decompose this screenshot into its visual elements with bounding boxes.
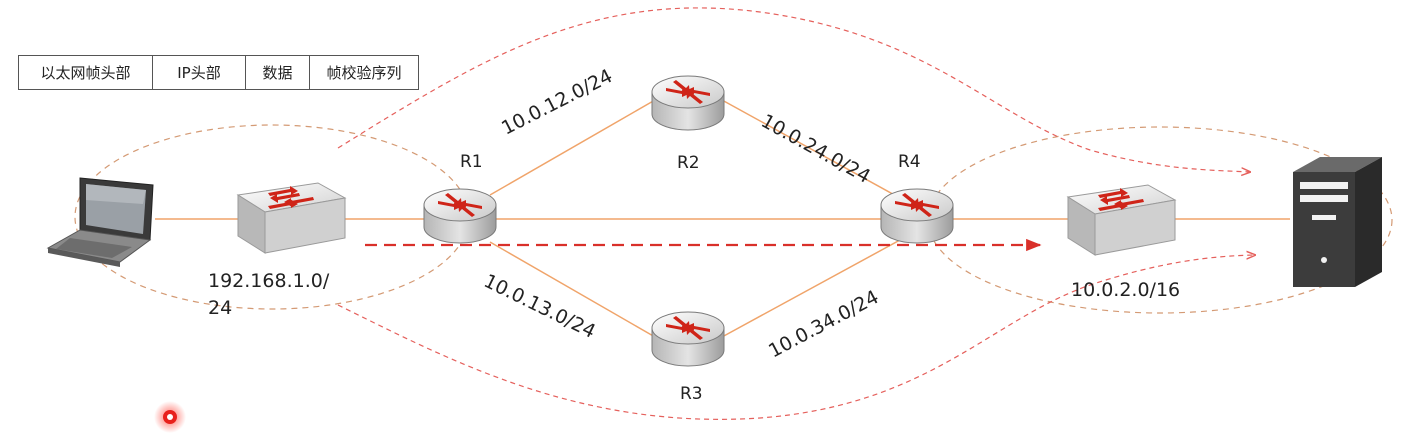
router-label-r3: R3 <box>680 384 703 404</box>
field-ethernet-header: 以太网帧头部 <box>18 55 153 90</box>
field-ip-header: IP头部 <box>152 55 246 90</box>
upper-flow-curve <box>337 7 1250 172</box>
router-icon <box>651 75 725 131</box>
link-r2-r4 <box>721 99 901 199</box>
router-icon <box>880 188 954 244</box>
link-r1-r2 <box>489 99 656 196</box>
link-r1-r3 <box>489 241 656 338</box>
router-icon <box>651 311 725 367</box>
pointer-indicator <box>154 401 186 433</box>
field-fcs: 帧校验序列 <box>309 55 419 90</box>
router-label-r1: R1 <box>460 152 483 172</box>
server-icon <box>1293 157 1382 287</box>
laptop-icon <box>46 177 154 267</box>
link-r3-r4 <box>721 239 901 338</box>
links <box>155 99 1290 338</box>
lower-flow-curve <box>337 255 1255 420</box>
router-icon <box>423 188 497 244</box>
router-label-r2: R2 <box>677 153 700 173</box>
switch-icon <box>236 182 347 254</box>
switch-icon <box>1066 184 1177 256</box>
network-label-lan-right: 10.0.2.0/16 <box>1071 279 1181 301</box>
router-label-r4: R4 <box>898 152 921 172</box>
field-data: 数据 <box>245 55 310 90</box>
network-label-lan-left: 192.168.1.0/ <box>208 270 330 292</box>
network-label-lan-left-suffix: 24 <box>208 297 233 319</box>
frame-format-table: 以太网帧头部 IP头部 数据 帧校验序列 <box>18 55 419 90</box>
